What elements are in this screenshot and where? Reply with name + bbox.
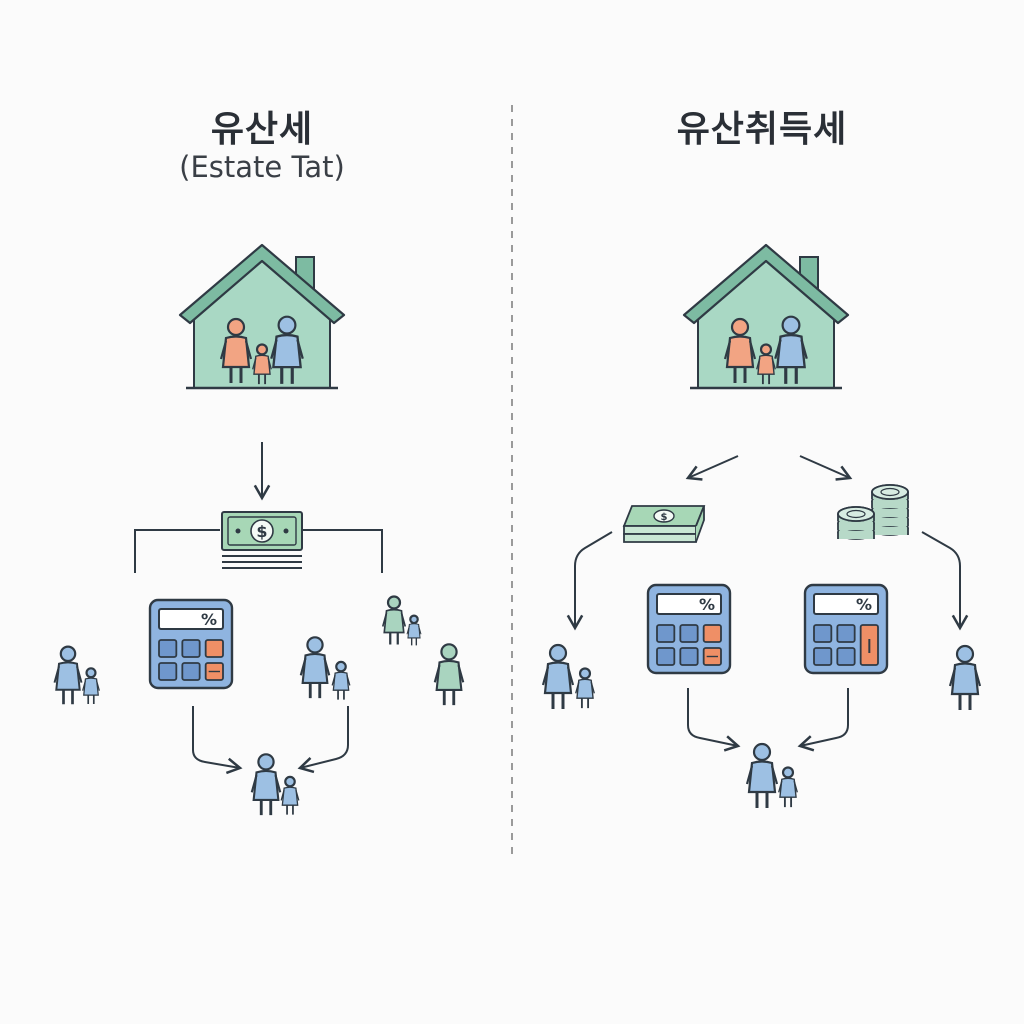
- person-icon: [778, 766, 798, 808]
- person-icon: [948, 644, 982, 710]
- arrow-calc2-to-heir: [797, 688, 849, 752]
- person-icon: [219, 317, 253, 383]
- percent-symbol: %: [699, 595, 715, 614]
- arrow-heir-to-heir: [297, 706, 349, 774]
- arrow-house-to-coins: [799, 455, 853, 481]
- calculator-icon-right-1: %: [646, 583, 732, 675]
- person-icon: [575, 667, 595, 709]
- person-icon: [541, 643, 575, 709]
- percent-symbol: %: [201, 610, 217, 629]
- cash-stack-icon: $: [622, 505, 706, 543]
- calculator-icon-right-2: %: [803, 583, 889, 675]
- money-bill-icon: $: [221, 511, 303, 569]
- person-icon: [53, 645, 83, 705]
- arrow-calc-to-heir: [192, 706, 243, 775]
- family-house-left: [178, 243, 346, 390]
- arrow-house-to-cash: [685, 455, 739, 481]
- family-house-right: [682, 243, 850, 390]
- bracket-right: [300, 529, 383, 573]
- person-icon: [82, 667, 100, 705]
- arrow-coins-to-heir: [921, 531, 969, 631]
- person-icon: [252, 343, 272, 385]
- person-icon: [774, 315, 808, 384]
- person-icon: [756, 343, 776, 385]
- left-flow: [134, 442, 383, 775]
- arrow-cash-to-heir: [566, 531, 613, 631]
- coin-stacks-icon: [837, 484, 909, 540]
- person-icon: [270, 315, 304, 384]
- bracket-left: [134, 529, 220, 573]
- estate-tax-title: 유산세: [210, 109, 314, 150]
- person-icon: [745, 742, 779, 808]
- person-icon: [381, 595, 407, 645]
- person-icon: [250, 753, 282, 816]
- person-icon: [299, 636, 331, 699]
- person-icon: [331, 660, 351, 700]
- person-icon: [280, 775, 300, 815]
- arrow-calc1-to-heir: [687, 688, 741, 752]
- percent-symbol: %: [856, 595, 872, 614]
- inheritance-acquisition-tax-title: 유산취득세: [676, 109, 848, 150]
- currency-symbol-stack: $: [661, 512, 668, 523]
- person-icon: [406, 614, 422, 646]
- calculator-icon-left: %: [148, 598, 234, 690]
- person-icon: [723, 317, 757, 383]
- currency-symbol: $: [256, 522, 267, 541]
- person-icon: [433, 643, 465, 706]
- right-flow: [566, 455, 969, 752]
- estate-tax-subtitle: (Estate Tat): [179, 150, 345, 184]
